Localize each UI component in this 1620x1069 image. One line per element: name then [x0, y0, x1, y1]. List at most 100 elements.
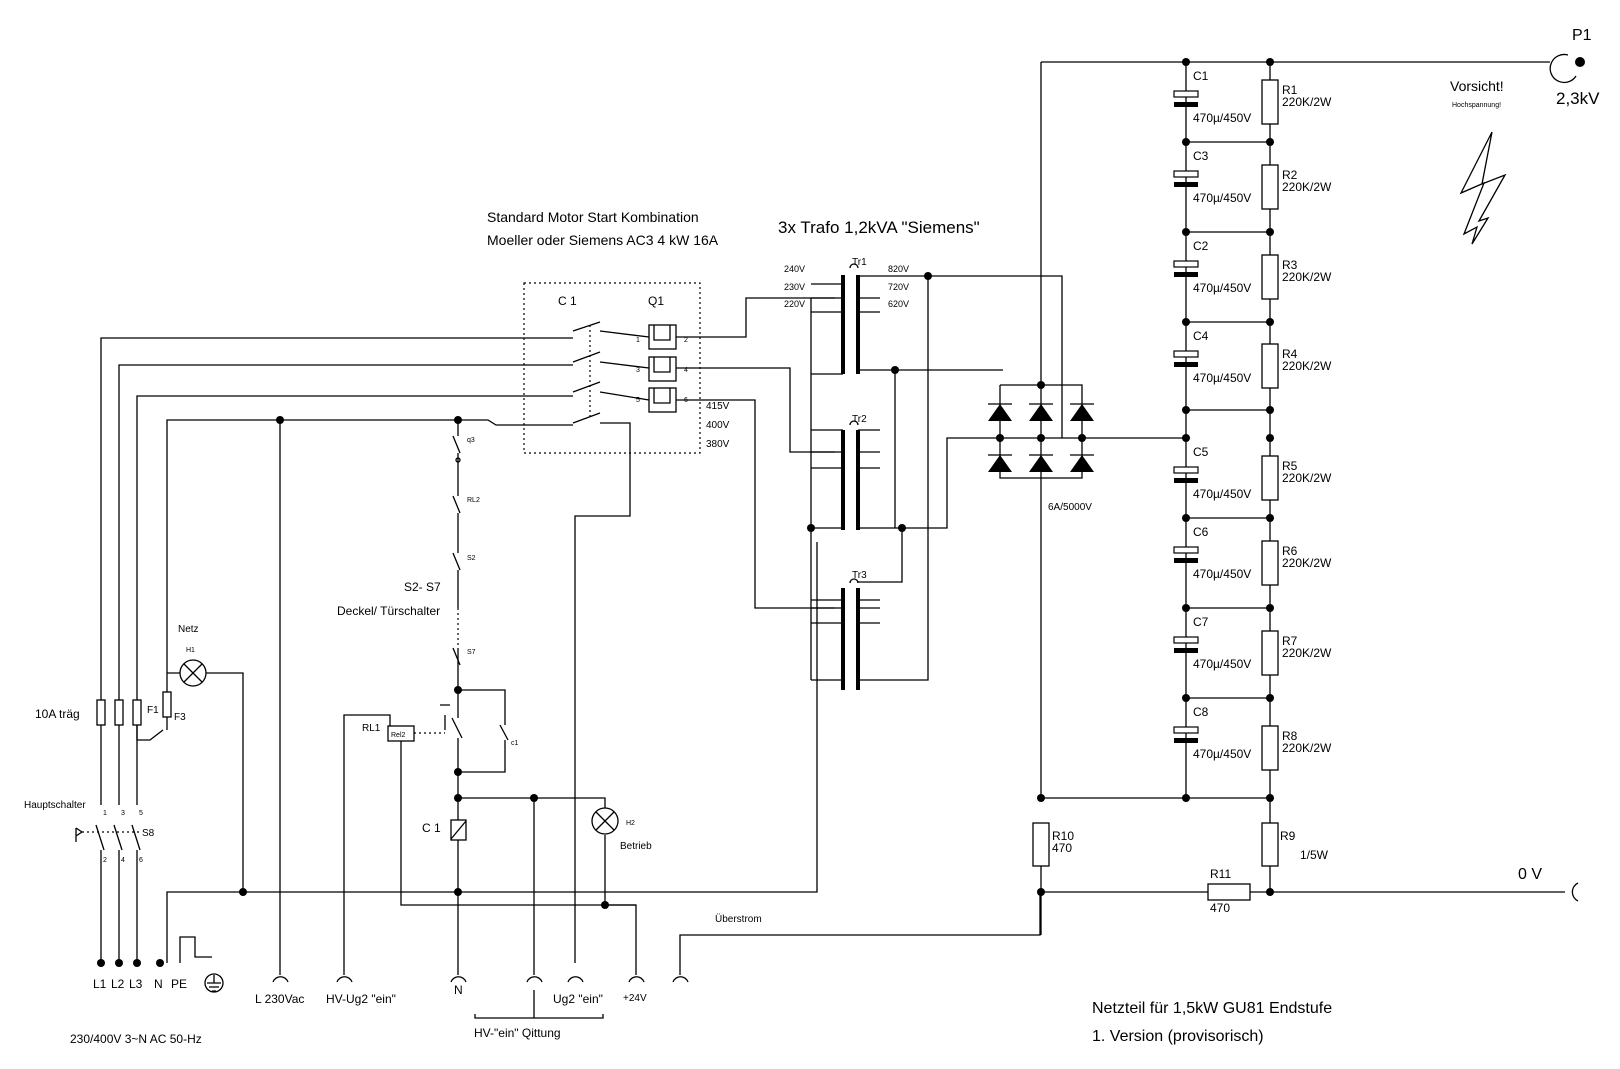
title-line-2: 1. Version (provisorisch) [1092, 1028, 1264, 1045]
transformer-heading: 3x Trafo 1,2kVA "Siemens" [778, 218, 980, 237]
output-p1-label: P1 [1572, 27, 1592, 44]
terminal-24v: +24V [623, 993, 647, 1004]
capacitor-label-2: C3 [1193, 149, 1209, 163]
lamp-h2-wire [458, 797, 637, 975]
capacitor-value-8: 470µ/450V [1193, 747, 1251, 761]
capacitor-plate-6 [1174, 558, 1198, 563]
resistor-label-2: R2 [1282, 168, 1298, 182]
capacitor-plate-5 [1174, 478, 1198, 483]
terminal-ack-socket [526, 976, 543, 983]
relay-rl1 [387, 704, 636, 906]
terminal-l230: L 230Vac [255, 992, 304, 1006]
resistor-label-6: R6 [1282, 544, 1298, 558]
door-switch-range: S2- S7 [404, 580, 441, 594]
rectifier-bridge [999, 62, 1186, 479]
capacitor-plate-4 [1174, 362, 1198, 367]
terminal-l3: L3 [129, 977, 143, 991]
resistor-value-6: 220K/2W [1282, 556, 1332, 570]
resistor-4 [1261, 343, 1279, 389]
terminal-n: N [154, 977, 163, 991]
transformer-tr1 [811, 263, 1003, 375]
capacitor-label-5: C5 [1193, 445, 1209, 459]
capacitor-plate-8 [1174, 738, 1198, 743]
rectifier-rating: 6A/5000V [1048, 502, 1092, 513]
capacitor-label-3: C2 [1193, 239, 1209, 253]
resistor-label-8: R8 [1282, 729, 1298, 743]
terminal-l2-dot [115, 959, 123, 967]
capacitor-value-6: 470µ/450V [1193, 567, 1251, 581]
terminal-overcurrent-socket [672, 976, 689, 983]
resistor-r10-value: 470 [1052, 841, 1072, 855]
capacitor-value-3: 470µ/450V [1193, 281, 1251, 295]
capacitor-value-7: 470µ/450V [1193, 657, 1251, 671]
capacitor-6 [1173, 546, 1199, 554]
lamp-h1-wire [167, 672, 244, 892]
resistor-value-2: 220K/2W [1282, 180, 1332, 194]
contact-rl2-label: RL2 [467, 497, 480, 504]
capacitor-plate-1 [1174, 102, 1198, 107]
main-switch-label: Hauptschalter [24, 800, 86, 811]
terminal-l2: L2 [111, 977, 125, 991]
tr1-tap-220: 220V [784, 299, 805, 309]
main-switch-pin-2: 2 [103, 857, 107, 864]
capacitor-value-1: 470µ/450V [1193, 111, 1251, 125]
resistor-value-3: 220K/2W [1282, 270, 1332, 284]
terminal-l3-dot [133, 959, 141, 967]
lamp-h2-label: H2 [626, 820, 635, 827]
terminal-zero-socket [1571, 882, 1579, 902]
capacitor-label-6: C6 [1193, 525, 1209, 539]
capacitor-5 [1173, 466, 1199, 474]
tr1-tap-230: 230V [784, 282, 805, 292]
resistor-value-1: 220K/2W [1282, 95, 1332, 109]
tr1-tap-620: 620V [888, 299, 909, 309]
main-switch-name: S8 [142, 828, 155, 839]
terminal-hv-ack: HV-"ein" Qittung [474, 1026, 561, 1040]
fuse-f3-label: F3 [174, 712, 186, 723]
relay-rl1-label: RL1 [362, 723, 381, 734]
terminal-n2-socket [450, 976, 467, 983]
resistor-5 [1261, 455, 1279, 501]
tap-415v: 415V [706, 401, 730, 412]
coil-c1 [450, 819, 467, 975]
tr1-tap-720: 720V [888, 282, 909, 292]
resistor-value-4: 220K/2W [1282, 359, 1332, 373]
lamp-h2-caption: Betrieb [620, 841, 652, 852]
output-p1-terminal [1549, 53, 1585, 84]
terminal-l1: L1 [93, 977, 107, 991]
resistor-3 [1261, 254, 1279, 300]
resistor-label-7: R7 [1282, 634, 1298, 648]
resistor-r9-label: R9 [1280, 829, 1296, 843]
motor-starter-line-2: Moeller oder Siemens AC3 4 kW 16A [487, 232, 719, 248]
stack-rails [1185, 62, 1271, 892]
terminal-hv-ug2-socket [336, 976, 353, 983]
mains-note: 230/400V 3~N AC 50-Hz [70, 1032, 202, 1046]
resistor-r11-value: 470 [1210, 901, 1230, 915]
tr1-tap-240: 240V [784, 264, 805, 274]
terminal-hv-ug2: HV-Ug2 "ein" [326, 992, 396, 1006]
capacitor-resistor-stack: C1470µ/450VR1220K/2WC3470µ/450VR2220K/2W… [1173, 69, 1332, 771]
capacitor-4 [1173, 350, 1199, 358]
capacitor-value-5: 470µ/450V [1193, 487, 1251, 501]
breaker-q1-elements [648, 324, 677, 413]
breaker-label: Q1 [648, 294, 664, 308]
terminal-24v-socket [628, 976, 645, 983]
resistor-r11 [1207, 883, 1251, 901]
capacitor-2 [1173, 170, 1199, 178]
title-line-1: Netzteil für 1,5kW GU81 Endstufe [1092, 1000, 1332, 1017]
breaker-pin-2: 2 [684, 337, 688, 344]
motor-starter-line-1: Standard Motor Start Kombination [487, 209, 699, 225]
resistor-r11-label: R11 [1210, 867, 1231, 881]
breaker-pin-3: 3 [636, 367, 640, 374]
breaker-pin-5: 5 [636, 397, 640, 404]
fuses [96, 691, 172, 741]
diode-icons [988, 403, 1094, 472]
control-chain [451, 420, 509, 820]
tap-380v: 380V [706, 439, 730, 450]
coil-c1-label: C 1 [422, 821, 441, 835]
fuse-rating-label: 10A träg [35, 707, 80, 721]
relay-rel2-box: Rel2 [391, 732, 406, 739]
capacitor-7 [1173, 636, 1199, 644]
resistor-r9-value: 1/5W [1300, 848, 1329, 862]
output-zero-label: 0 V [1518, 866, 1542, 883]
hv-ug2-wire [343, 714, 391, 975]
